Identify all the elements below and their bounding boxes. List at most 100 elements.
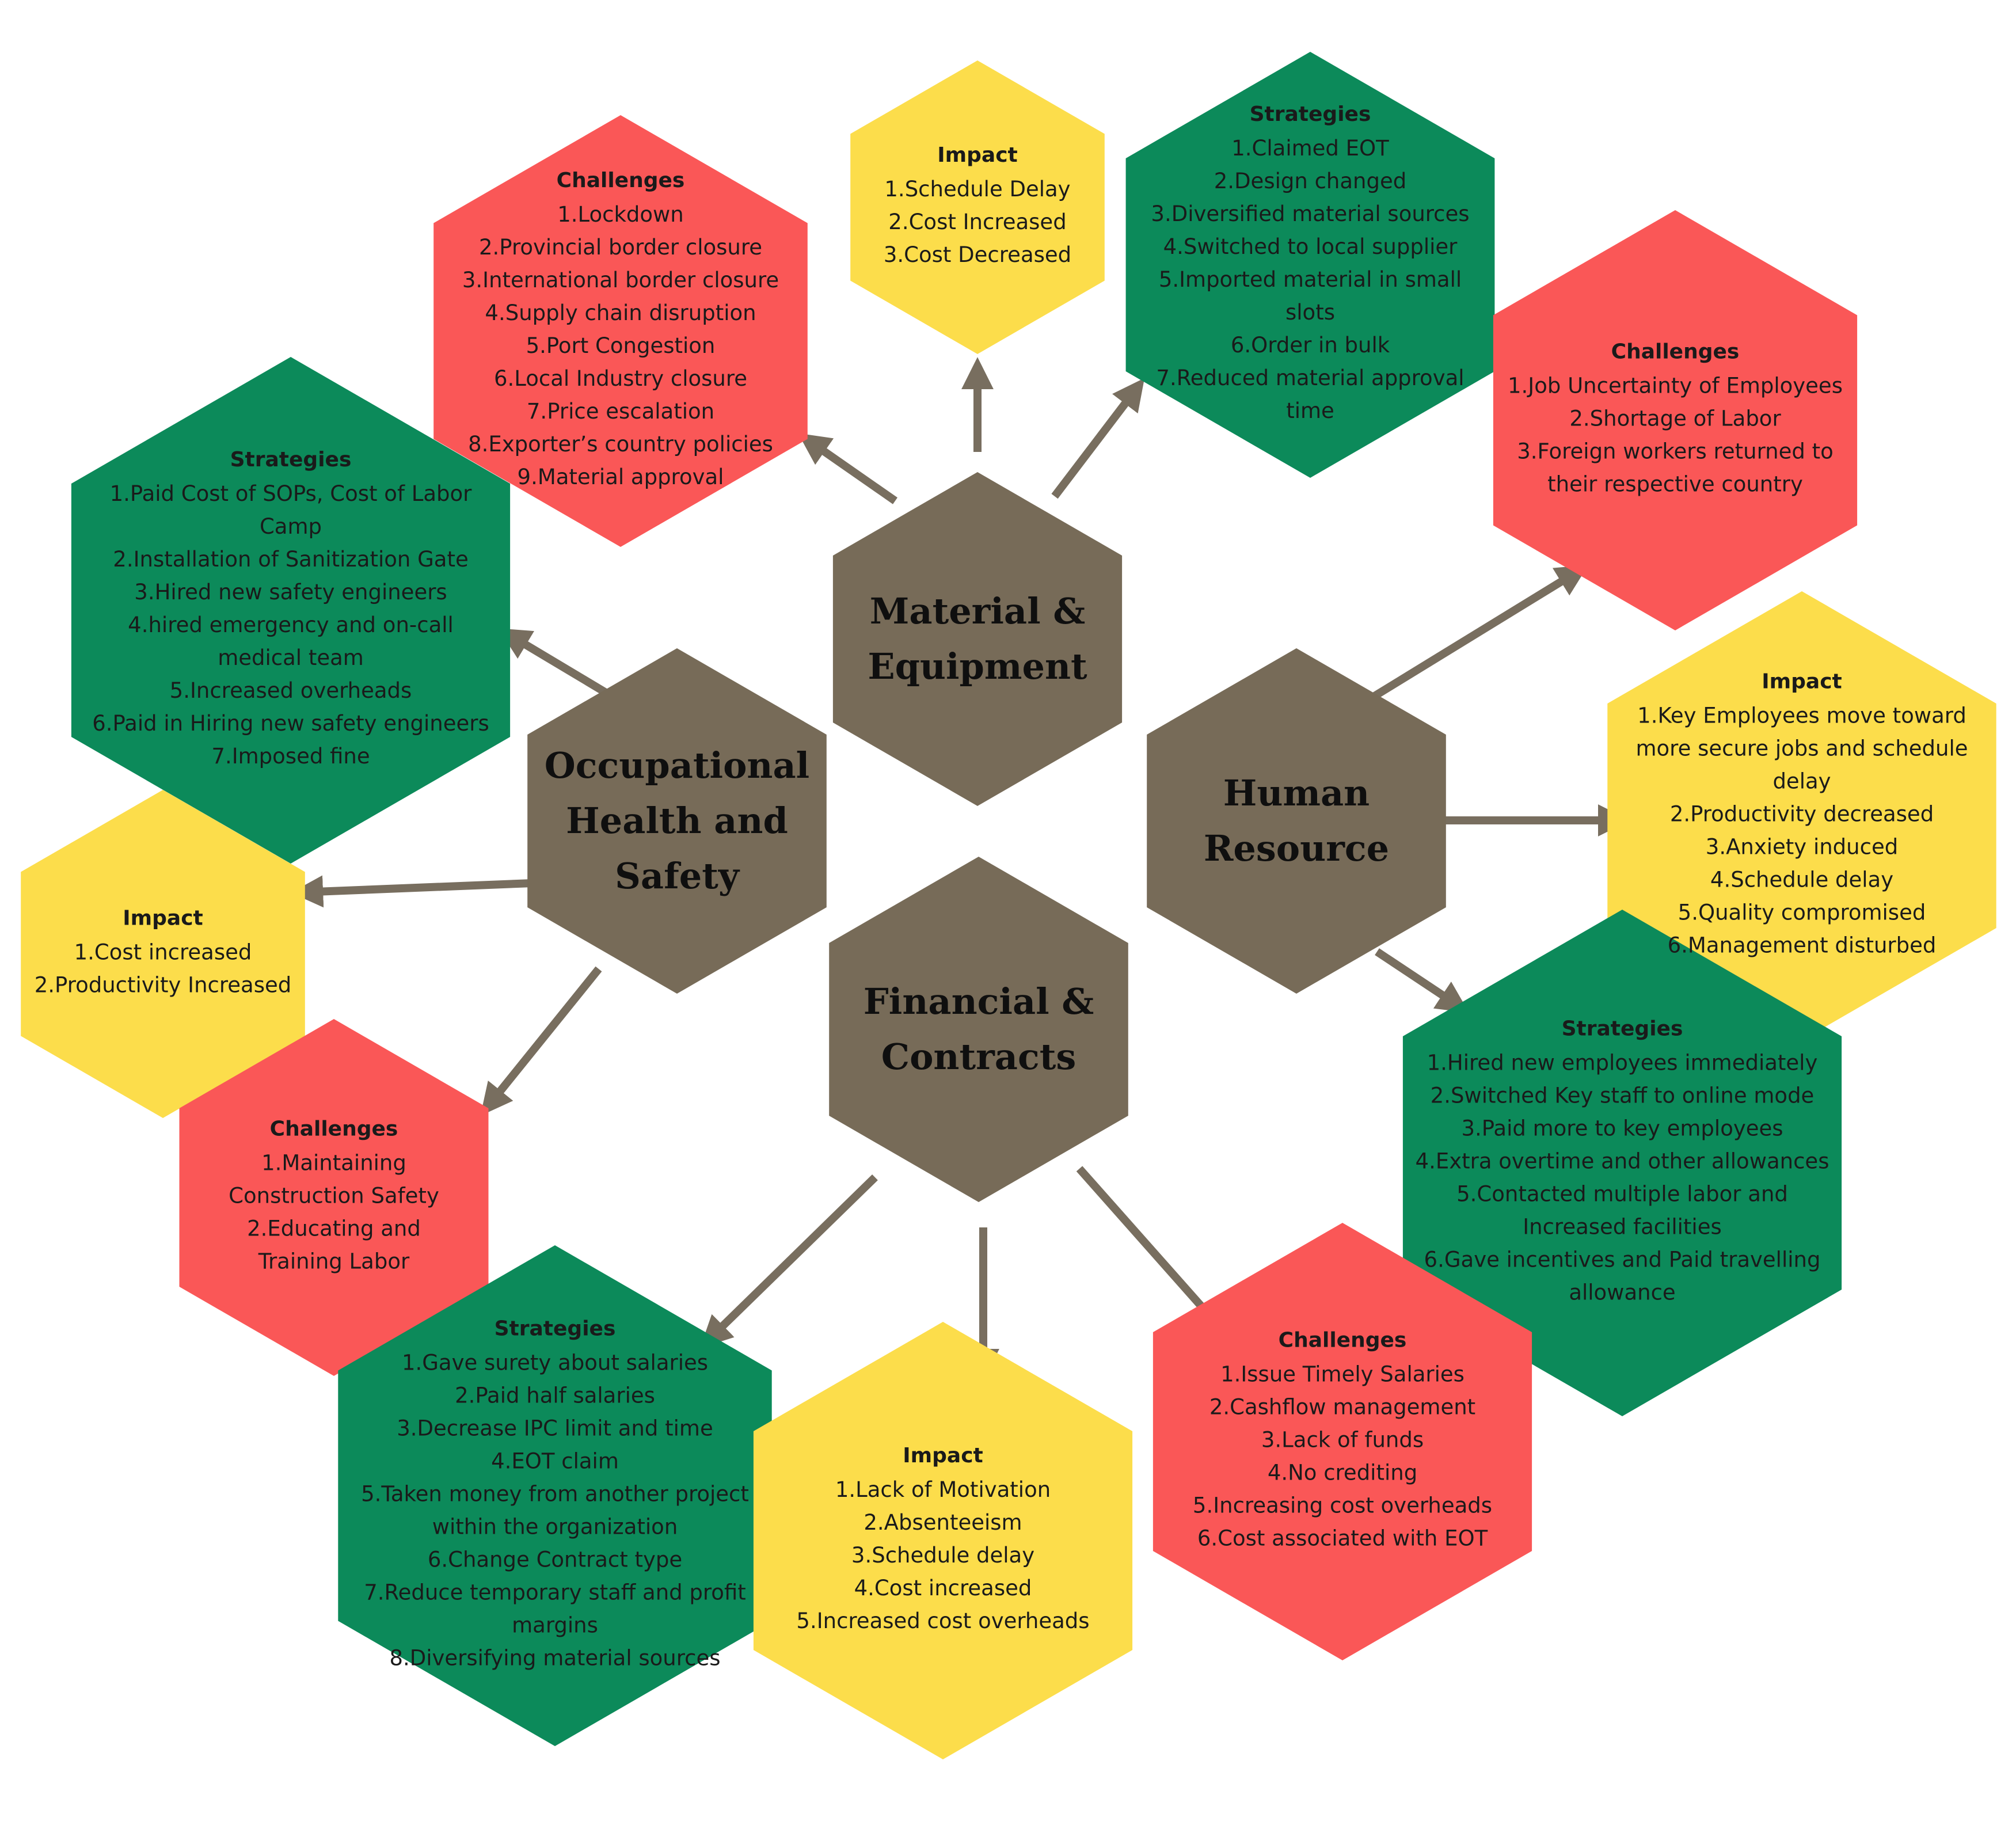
list-item: 4.Supply chain disruption: [485, 301, 756, 325]
center-title: Human Resource: [1203, 772, 1390, 869]
list-item: Camp: [259, 514, 322, 539]
center-title: Financial & Contracts: [863, 980, 1094, 1078]
list-item: 2.Absenteeism: [864, 1510, 1022, 1535]
list-item: 3.Paid more to key employees: [1461, 1116, 1783, 1141]
list-item: 4.Schedule delay: [1710, 867, 1894, 892]
list-item: 2.Installation of Sanitization Gate: [113, 547, 469, 572]
strategies-title: Strategies: [494, 1317, 616, 1341]
list-item: 6.Management disturbed: [1667, 933, 1937, 958]
list-item: time: [1286, 398, 1334, 423]
connector-arrow: [798, 433, 898, 504]
strategies-hexagon-fin-strategies: [338, 1245, 772, 1746]
list-item: 2.Educating and: [247, 1216, 421, 1241]
list-item: 5.Quality compromised: [1678, 900, 1926, 925]
challenges-title: Challenges: [1278, 1328, 1407, 1352]
hexagon-shapes: [21, 52, 1996, 1759]
impact-title: Impact: [937, 143, 1018, 167]
challenges-title: Challenges: [269, 1117, 398, 1141]
connector-arrow: [1375, 948, 1469, 1013]
impact-title: Impact: [123, 906, 203, 930]
challenges-hexagon-hr-challenges: [1493, 210, 1858, 630]
challenges-hexagon-me-challenges: [433, 115, 808, 547]
list-item: 1.Lockdown: [557, 202, 684, 227]
list-item: 4.Extra overtime and other allowances: [1415, 1149, 1829, 1174]
list-item: 5.Port Congestion: [526, 333, 716, 358]
list-item: 2.Shortage of Labor: [1569, 406, 1781, 431]
connector-arrow: [498, 628, 615, 701]
list-item: 4.EOT claim: [491, 1448, 619, 1474]
impact-box-me-impact: Impact 1.Schedule Delay 2.Cost Increased 3.…: [842, 143, 1113, 271]
list-item: 1.Issue Timely Salaries: [1220, 1362, 1465, 1387]
connector-arrow: [1051, 378, 1145, 499]
center-hexagon-fin: [829, 857, 1128, 1202]
list-item: 1.Key Employees move toward: [1637, 703, 1966, 728]
list-item: 3.Hired new safety engineers: [134, 580, 447, 604]
list-item: allowance: [1569, 1280, 1676, 1305]
list-item: 7.Reduced material approval: [1156, 366, 1465, 390]
center-hexagon-ohs: [527, 648, 827, 994]
impact-hexagon-ohs-impact: [21, 790, 305, 1118]
impact-box-ohs-impact: Impact 1.Cost increased 2.Productivity Inc…: [22, 907, 304, 1002]
list-item: 3.Schedule delay: [851, 1543, 1035, 1568]
list-item: 6.Change Contract type: [427, 1547, 683, 1572]
center-title: Material & Equipment: [868, 590, 1087, 687]
list-item: 5.Increased overheads: [169, 678, 412, 703]
list-item: 6.Local Industry closure: [493, 366, 748, 391]
list-item: 1.Schedule Delay: [884, 177, 1071, 201]
list-item: 8.Exporter’s country policies: [468, 432, 773, 457]
list-item: Increased facilities: [1523, 1214, 1722, 1240]
impact-hexagon-hr-impact: [1607, 591, 1996, 1040]
connector-arrow: [699, 1174, 878, 1348]
connector-arrow: [1367, 565, 1589, 703]
challenges-title: Challenges: [1611, 340, 1740, 364]
strategies-hexagon-me-strategies: [1125, 52, 1495, 478]
center-hexagon-material: [832, 472, 1123, 806]
connector-arrows: [291, 357, 1630, 1381]
list-item: 3.Cost Decreased: [883, 242, 1072, 267]
list-item: 1.Cost increased: [74, 940, 252, 965]
list-item: 5.Imported material in small: [1158, 267, 1462, 292]
list-item: 1.Paid Cost of SOPs, Cost of Labor: [109, 481, 472, 506]
list-item: 2.Paid half salaries: [455, 1383, 655, 1408]
center-label-ohs: Occupational Health and Safety: [533, 738, 821, 904]
list-item: 6.Paid in Hiring new safety engineers: [92, 711, 489, 736]
list-item: 7.Price escalation: [526, 399, 715, 424]
list-item: 4.Cost increased: [854, 1576, 1032, 1600]
impact-hexagon-me-impact: [850, 60, 1105, 354]
list-item: 1.Lack of Motivation: [835, 1477, 1051, 1502]
list-item: 9.Material approval: [517, 465, 724, 489]
list-item: 2.Productivity Increased: [34, 972, 292, 998]
list-item: medical team: [218, 645, 364, 670]
list-item: 1.Maintaining: [261, 1150, 406, 1176]
list-item: 6.Gave incentives and Paid travelling: [1424, 1247, 1821, 1272]
list-item: their respective country: [1547, 472, 1803, 497]
connector-arrow: [1076, 1166, 1230, 1339]
strategies-title: Strategies: [1249, 102, 1371, 126]
strategies-hexagon-hr-strategies: [1402, 910, 1842, 1416]
list-item: 3.Foreign workers returned to: [1517, 439, 1834, 464]
challenges-title: Challenges: [556, 169, 685, 192]
list-item: 1.Job Uncertainty of Employees: [1508, 373, 1843, 398]
list-item: 3.Diversified material sources: [1151, 201, 1470, 226]
list-item: 6.Cost associated with EOT: [1197, 1526, 1488, 1551]
list-item: 5.Taken money from another project: [361, 1481, 749, 1507]
center-hexagon-hr: [1147, 648, 1446, 994]
impact-hexagon-fin-impact: [753, 1322, 1133, 1759]
list-item: 2.Productivity decreased: [1669, 801, 1934, 827]
connector-arrow: [480, 966, 602, 1116]
list-item: slots: [1285, 300, 1335, 325]
impact-title: Impact: [1762, 670, 1842, 694]
list-item: Training Labor: [258, 1249, 410, 1274]
list-item: 2.Cost Increased: [888, 210, 1067, 234]
list-item: 3.International border closure: [462, 268, 779, 292]
center-label-hr: Human Resource: [1152, 766, 1440, 876]
